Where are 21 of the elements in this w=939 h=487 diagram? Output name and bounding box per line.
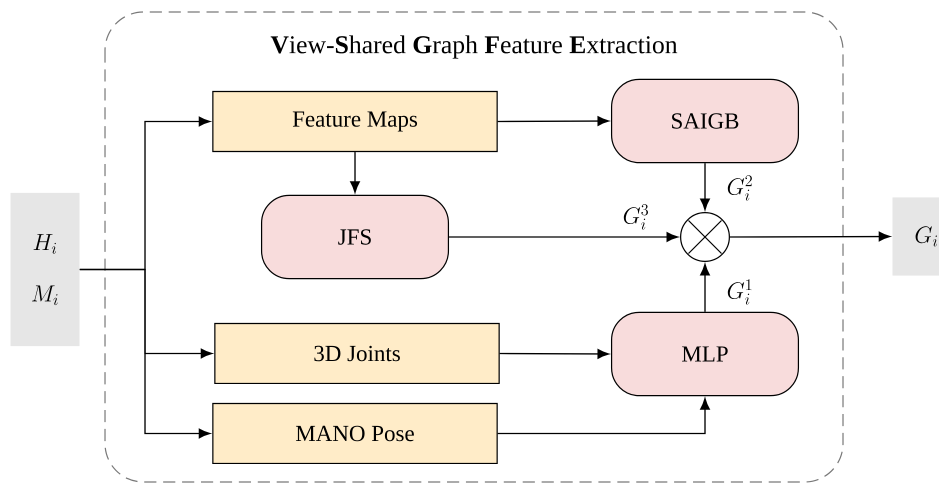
edge-label: $G_i^2$	[728, 175, 752, 201]
arrow	[700, 163, 710, 210]
feature-box: 3D Joints	[214, 322, 500, 384]
arrow	[730, 232, 890, 242]
module-box: JFS	[260, 194, 450, 280]
module-box: MLP	[610, 312, 800, 396]
multiply-circle	[680, 212, 730, 262]
arrow	[350, 152, 360, 193]
arrow	[449, 232, 678, 242]
arrow	[700, 264, 710, 312]
arrow	[498, 116, 610, 126]
arrow	[498, 398, 710, 434]
feature-box: Feature Maps	[212, 90, 498, 152]
edge-label: $G_i^1$	[728, 279, 752, 305]
module-box: SAIGB	[610, 78, 800, 164]
tensor-box: $H_i$ $M_i$	[10, 192, 80, 346]
arrow	[500, 349, 610, 359]
arrow	[80, 268, 210, 438]
feature-box: MANO Pose	[212, 402, 498, 464]
edge-label: $G_i^3$	[624, 204, 648, 230]
tensor-box: $G_i$	[892, 197, 939, 276]
